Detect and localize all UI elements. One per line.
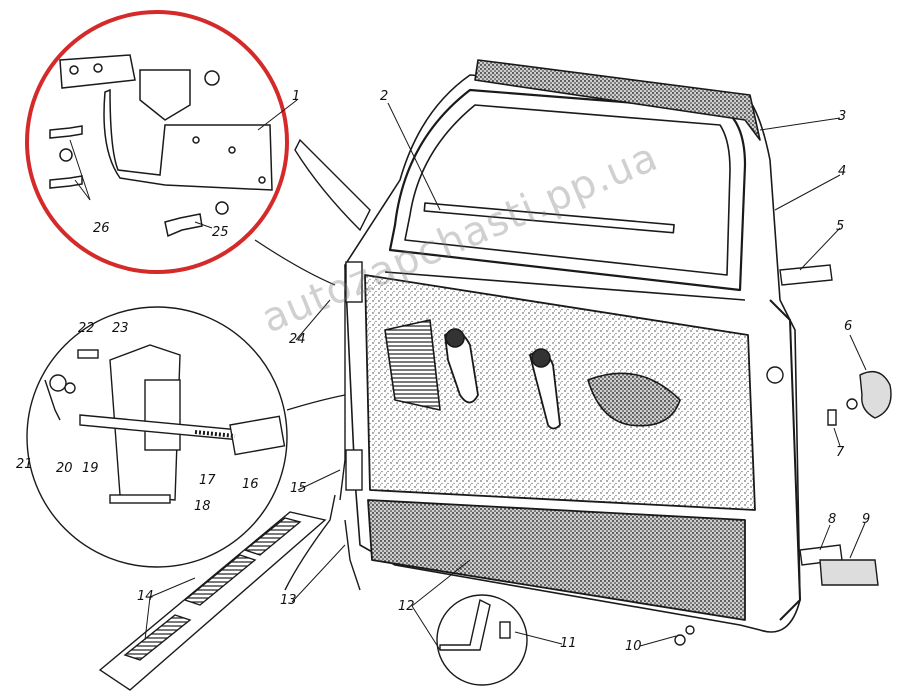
lock-button (229, 415, 286, 456)
sill-plate (98, 511, 327, 691)
body-pillar (284, 138, 371, 591)
label-13: 13 (280, 593, 297, 608)
hinge-detail-inset (25, 10, 289, 274)
lock-screw-head (49, 374, 67, 392)
label-10: 10 (625, 639, 642, 654)
crank-hub (445, 328, 465, 348)
lower-striker (345, 449, 363, 491)
window-channel (423, 202, 675, 234)
label-17: 17 (199, 473, 216, 488)
lock-clip (44, 379, 61, 421)
nut-10 (674, 634, 686, 646)
inset-connectors (254, 239, 346, 411)
label-22: 22 (78, 321, 95, 336)
door-assembly (344, 59, 801, 633)
door-edge-pillar (769, 299, 801, 621)
bracket-9 (819, 559, 879, 586)
label-16: 16 (242, 477, 259, 492)
lock-base (109, 494, 171, 504)
lock-detail-inset (26, 306, 288, 568)
label-12: 12 (398, 599, 415, 614)
screw-7 (827, 409, 837, 426)
belt-line (384, 271, 746, 301)
label-7: 7 (836, 445, 845, 460)
washer-7 (846, 398, 858, 410)
lock-bolt (77, 349, 99, 359)
bolt-25 (164, 213, 203, 238)
label-8: 8 (828, 512, 837, 527)
washer-10 (685, 625, 695, 635)
label-14: 14 (137, 589, 154, 604)
lever-hub (531, 348, 551, 368)
hinge-strap (139, 69, 191, 121)
label-5: 5 (836, 219, 845, 234)
label-19: 19 (82, 461, 99, 476)
leader-lines (69, 99, 867, 651)
label-9: 9 (862, 512, 871, 527)
label-3: 3 (838, 109, 847, 124)
hinge-arm (103, 88, 273, 191)
label-15: 15 (290, 481, 307, 496)
hinge-nut (204, 70, 220, 86)
armrest (587, 372, 681, 427)
washer-25 (215, 201, 229, 215)
lock-spring (194, 430, 236, 438)
dowel-striker (766, 366, 784, 384)
striker-plate (345, 261, 363, 303)
label-2: 2 (380, 89, 389, 104)
lower-detail-inset (436, 594, 528, 686)
door-lower-panel (367, 499, 746, 621)
label-1: 1 (292, 89, 301, 104)
label-6: 6 (844, 319, 853, 334)
label-25: 25 (212, 225, 229, 240)
bolt-upper (49, 125, 83, 139)
label-18: 18 (194, 499, 211, 514)
label-26: 26 (93, 221, 110, 236)
label-11: 11 (560, 636, 577, 651)
seal-clip-section (439, 598, 491, 651)
window-frame (388, 88, 747, 292)
trim-grille (384, 319, 441, 411)
bolt-lower (49, 175, 83, 189)
window-glass-edge (404, 104, 731, 276)
washer (59, 148, 73, 162)
label-24: 24 (289, 332, 306, 347)
seal-clip-11 (499, 621, 511, 639)
lock-body (144, 379, 181, 451)
label-20: 20 (56, 461, 73, 476)
label-21: 21 (16, 457, 33, 472)
label-23: 23 (112, 321, 129, 336)
door-top-seal (474, 59, 761, 141)
label-4: 4 (838, 164, 847, 179)
bumper-6 (859, 371, 892, 419)
lock-washer (64, 382, 76, 394)
loose-parts (674, 264, 892, 646)
check-link-5 (779, 264, 833, 286)
